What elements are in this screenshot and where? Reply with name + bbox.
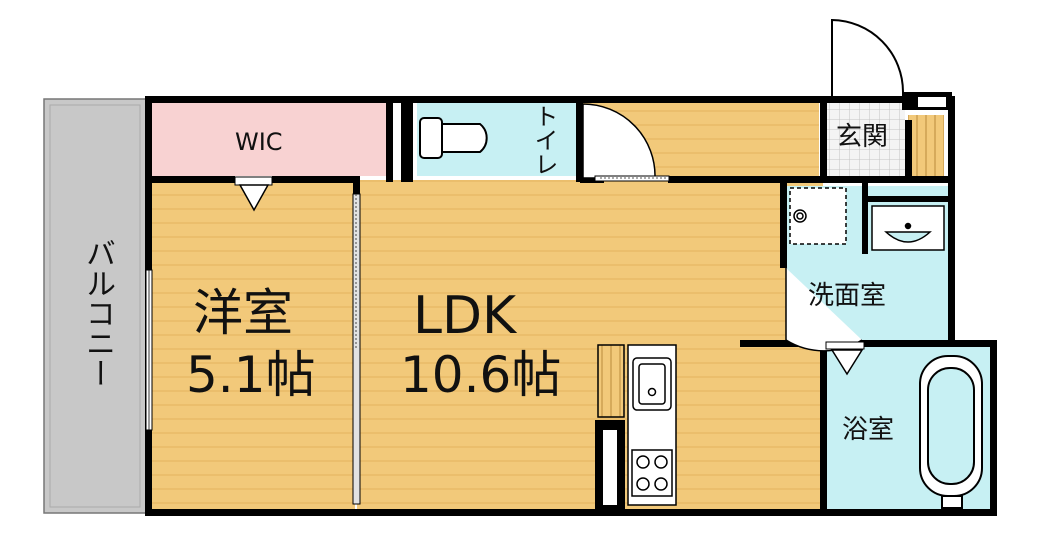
toilet-fixture xyxy=(419,117,488,159)
bath-door-marker xyxy=(825,341,865,376)
washing-machine xyxy=(789,187,847,245)
wic-label: WIC xyxy=(235,128,283,156)
entrance-label: 玄関 xyxy=(836,122,889,152)
toilet-label: トイレ xyxy=(530,104,558,176)
washroom-label: 洗面室 xyxy=(808,281,887,311)
bathtub xyxy=(919,355,983,509)
western-room-floor xyxy=(147,180,355,512)
ldk-name: LDK xyxy=(413,286,517,346)
bathroom-label: 浴室 xyxy=(842,415,895,445)
balcony-area xyxy=(43,98,147,514)
entrance-floor xyxy=(823,102,905,176)
wic-floor xyxy=(149,102,389,176)
western-room-name: 洋室 xyxy=(193,284,293,342)
balcony-label: バルコニー xyxy=(80,238,115,388)
entrance-door xyxy=(831,18,904,96)
entrance-step xyxy=(908,115,944,177)
toilet-door xyxy=(582,103,656,179)
western-room-size: 5.1帖 xyxy=(186,346,316,404)
wic-door-marker xyxy=(234,176,273,212)
ldk-size: 10.6帖 xyxy=(400,346,562,404)
kitchen-counter xyxy=(597,344,677,506)
vanity xyxy=(871,205,945,251)
partition-sliding-door xyxy=(352,193,361,505)
